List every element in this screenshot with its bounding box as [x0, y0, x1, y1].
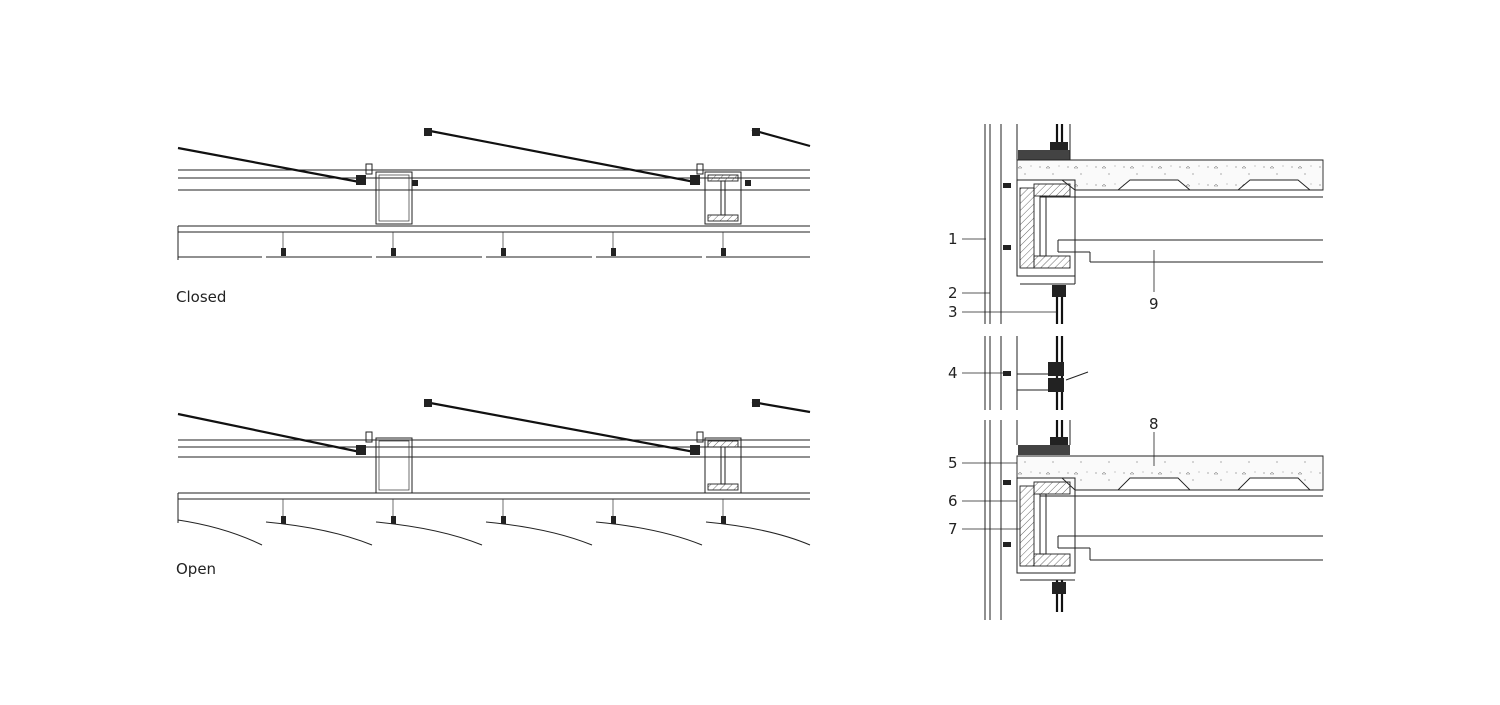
louver-blades-closed — [178, 232, 810, 258]
callout-9: 9 — [1149, 295, 1159, 313]
callout-1: 1 — [948, 230, 958, 248]
callout-3: 3 — [948, 303, 958, 321]
steel-mullion — [704, 171, 742, 225]
callout-8: 8 — [1149, 415, 1159, 433]
caption-open: Open — [176, 560, 216, 578]
plan-detail-closed — [177, 128, 811, 260]
callout-2: 2 — [948, 284, 958, 302]
vertical-section — [962, 124, 1324, 620]
lower-floor-slab — [1003, 437, 1324, 594]
outer-facade-skin — [984, 124, 1018, 620]
louver-blades-open — [177, 499, 811, 546]
box-mullion — [375, 437, 413, 494]
caption-closed: Closed — [176, 288, 226, 306]
callout-4: 4 — [948, 364, 958, 382]
upper-floor-slab — [1003, 142, 1324, 297]
callout-6: 6 — [948, 492, 958, 510]
callout-5: 5 — [948, 454, 958, 472]
steel-mullion — [704, 437, 742, 494]
plan-detail-open — [177, 399, 811, 546]
hinge-clip — [356, 128, 760, 186]
box-mullion — [375, 171, 413, 225]
callout-leaders — [962, 238, 1155, 530]
hinge-clip — [356, 399, 760, 455]
mid-hinge-section — [1003, 362, 1089, 392]
callout-7: 7 — [948, 520, 958, 538]
